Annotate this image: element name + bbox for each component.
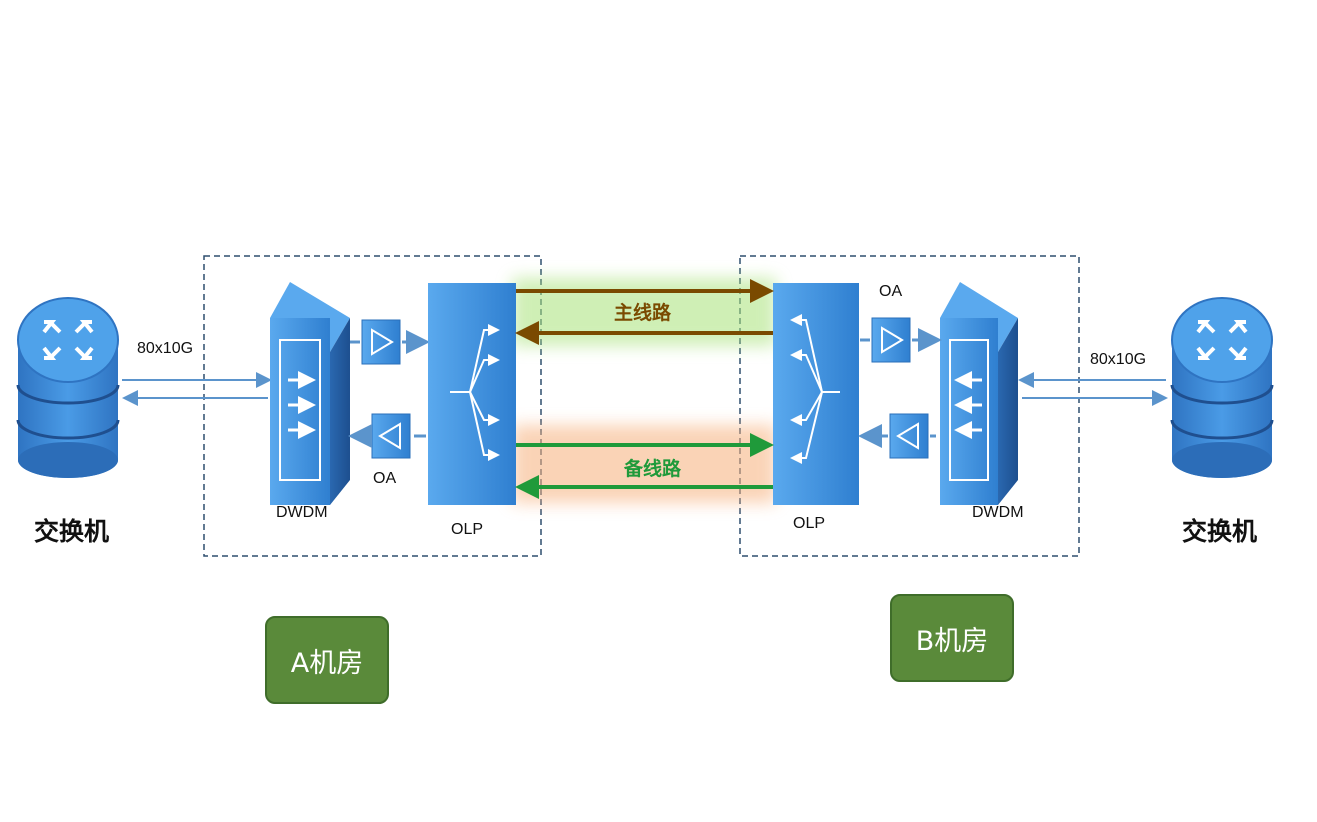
- oa-b-label: OA: [879, 283, 903, 300]
- dwdm-b-device: [940, 282, 1018, 505]
- olp-b-device: [773, 283, 859, 505]
- olp-a-label: OLP: [451, 521, 484, 538]
- dwdm-a-device: [270, 282, 350, 505]
- primary-link-label: 主线路: [614, 302, 672, 324]
- link-rate-a: 80x10G: [137, 340, 194, 357]
- dwdm-b-label: DWDM: [972, 504, 1024, 521]
- backup-link-glow: [512, 425, 776, 503]
- olp-a-device: [428, 283, 516, 505]
- switch-b-label: 交换机: [1182, 517, 1258, 546]
- oa-b-rx-amplifier: [871, 317, 911, 363]
- room-b-badge: B机房: [890, 594, 1014, 682]
- oa-a-rx-amplifier: [371, 413, 411, 459]
- olp-b-label: OLP: [793, 515, 826, 532]
- switch-a-label: 交换机: [34, 517, 110, 546]
- oa-b-tx-amplifier: [889, 413, 929, 459]
- room-a-badge: A机房: [265, 616, 389, 704]
- room-a-boundary: [203, 255, 542, 557]
- link-rate-b: 80x10G: [1090, 351, 1147, 368]
- backup-link-label: 备线路: [624, 458, 682, 480]
- dwdm-a-label: DWDM: [276, 504, 328, 521]
- oa-a-tx-amplifier: [361, 319, 401, 365]
- switch-b-icon: [1170, 297, 1274, 478]
- switch-a-icon: [16, 297, 120, 478]
- oa-a-label: OA: [373, 470, 397, 487]
